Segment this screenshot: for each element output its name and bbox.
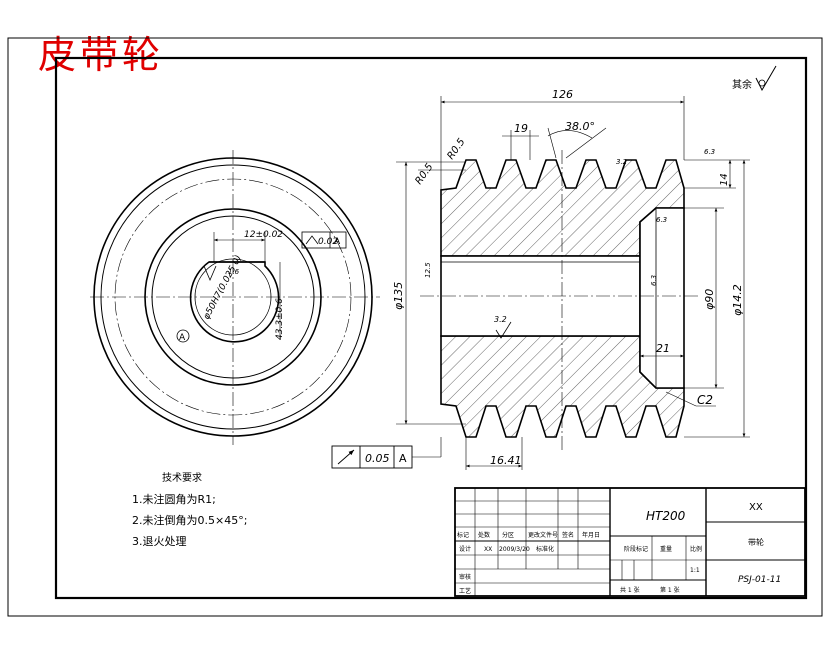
svg-text:XX: XX (484, 546, 492, 553)
d1641-dim: 16.41 (490, 454, 522, 467)
dia142-dim: φ14.2 (731, 284, 744, 316)
dia90-dim: φ90 (703, 289, 716, 310)
tolerance-bottom-datum: A (399, 452, 407, 465)
svg-text:共 1 张: 共 1 张 (620, 586, 640, 594)
svg-text:6.3: 6.3 (650, 275, 658, 286)
svg-text:R0.5: R0.5 (445, 137, 467, 162)
groove-angle-dim: 38.0° (565, 120, 595, 133)
svg-text:设计: 设计 (459, 545, 471, 553)
svg-text:R0.5: R0.5 (413, 162, 435, 187)
svg-text:阶段标记: 阶段标记 (624, 545, 648, 553)
width-dim: 126 (552, 88, 573, 101)
svg-text:分区: 分区 (502, 531, 514, 539)
note-1: 1.未注圆角为R1; (132, 493, 216, 506)
tolerance-top-datum: A (334, 237, 341, 247)
svg-text:处数: 处数 (478, 531, 490, 539)
svg-text:6.3: 6.3 (656, 216, 667, 224)
svg-text:第 1 张: 第 1 张 (660, 586, 680, 594)
svg-text:1:1: 1:1 (690, 567, 700, 574)
tolerance-bottom-value: 0.05 (365, 452, 390, 465)
others-note: 其余 (732, 78, 752, 91)
note-2: 2.未注倒角为0.5×45°; (132, 514, 248, 527)
drawing-title: 皮带轮 (38, 33, 165, 77)
tolerance-top-value: 0.02 (318, 237, 338, 247)
keyway-width-dim: 12±0.02 (244, 230, 283, 240)
dia135-dim: φ135 (392, 282, 405, 310)
svg-text:重量: 重量 (660, 545, 672, 553)
bore-dim: φ50H7(0.025 0) (202, 254, 244, 322)
technical-notes: 技术要求 1.未注圆角为R1; 2.未注倒角为0.5×45°; 3.退火处理 (132, 468, 247, 552)
outer-frame (7, 37, 823, 617)
svg-text:6.3: 6.3 (704, 148, 715, 156)
section-view: 126 19 38.0° R0.5 R0.5 φ135 φ90 φ14.2 14 (331, 88, 750, 470)
drawing-number: PSJ-01-11 (738, 575, 781, 585)
svg-text:1.6: 1.6 (228, 268, 240, 276)
notes-heading: 技术要求 (162, 473, 202, 484)
datum-label: A (179, 333, 186, 343)
svg-text:标记: 标记 (457, 531, 469, 539)
svg-text:12.5: 12.5 (424, 262, 432, 278)
d21-dim: 21 (656, 342, 670, 355)
d14-dim: 14 (719, 173, 730, 186)
others-roughness-symbol (755, 65, 777, 92)
svg-text:3.2: 3.2 (494, 315, 507, 324)
front-view: 12±0.02 0.02 A 43.3±0.6 φ50H7(0.025 0) A… (90, 150, 380, 445)
svg-text:标准化: 标准化 (536, 545, 554, 553)
svg-text:更改文件号: 更改文件号 (528, 531, 558, 539)
svg-text:3.2: 3.2 (616, 158, 628, 166)
svg-text:签名: 签名 (562, 531, 574, 539)
note-3: 3.退火处理 (132, 535, 187, 548)
company: XX (749, 502, 763, 513)
part-name: 带轮 (748, 537, 764, 547)
inner-frame (54, 56, 808, 600)
svg-text:审核: 审核 (459, 573, 471, 581)
svg-text:2009/3/20: 2009/3/20 (499, 546, 530, 553)
pitch-dim: 19 (514, 122, 528, 135)
svg-text:工艺: 工艺 (459, 587, 471, 595)
c2-dim: C2 (697, 393, 713, 407)
title-block: 标记 处数 分区 更改文件号 签名 年月日 设计 XX 2009/3/20 标准… (454, 487, 806, 597)
svg-text:比例: 比例 (690, 545, 702, 553)
keyway-depth-dim: 43.3±0.6 (275, 298, 285, 340)
svg-text:年月日: 年月日 (582, 531, 600, 539)
material: HT200 (646, 509, 686, 523)
